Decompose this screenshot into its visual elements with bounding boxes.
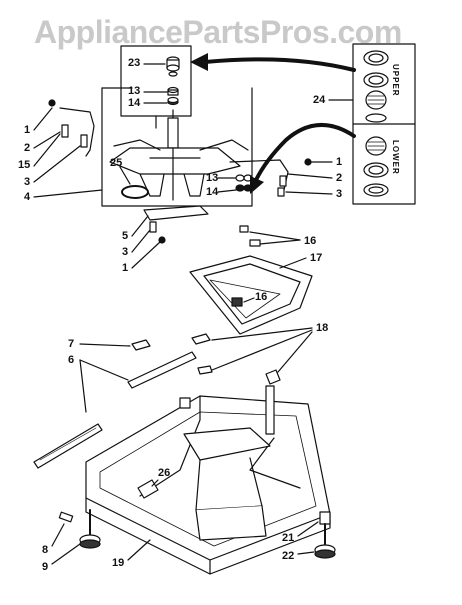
callout-18: 18 [316, 322, 329, 334]
pad-part-16-icon [239, 225, 261, 247]
callout-1-lower: 1 [122, 262, 129, 274]
callout-8: 8 [42, 544, 49, 556]
callout-15: 15 [18, 159, 31, 171]
rubber-ring-part-25-icon [121, 185, 149, 199]
callout-7: 7 [68, 338, 75, 350]
bearing-kit-box [352, 43, 416, 205]
center-post-icon [109, 109, 249, 201]
callout-13-right: 13 [206, 172, 219, 184]
kit-label-lower: LOWER [391, 140, 400, 175]
suspension-bracket-part-17-icon [189, 255, 313, 335]
callout-1: 1 [24, 124, 31, 136]
callout-16-bracket: 16 [255, 291, 268, 303]
clip-part-18-icon [191, 333, 281, 385]
watermark: AppliancePartsPros.com [34, 14, 402, 50]
callout-13: 13 [128, 85, 141, 97]
callout-4: 4 [24, 191, 31, 203]
rail-part-6-icon [33, 351, 197, 469]
leveling-foot-left-icon [58, 509, 101, 549]
callout-22: 22 [282, 550, 295, 562]
arrow-upper-icon [190, 53, 356, 72]
leveling-foot-right-icon [314, 511, 336, 559]
callout-3-lower: 3 [122, 246, 129, 258]
upper-inset-box [120, 45, 192, 129]
callout-21: 21 [282, 532, 295, 544]
callout-16: 16 [304, 235, 317, 247]
callout-17: 17 [310, 252, 323, 264]
callout-24: 24 [313, 94, 326, 106]
callout-14-right: 14 [206, 186, 219, 198]
callout-14: 14 [128, 97, 141, 109]
kit-label-upper: UPPER [391, 64, 400, 97]
arrow-lower-icon [250, 122, 356, 194]
callout-5: 5 [122, 230, 129, 242]
seal-part-13-icon [167, 86, 179, 96]
callout-3-right: 3 [336, 188, 343, 200]
callout-23: 23 [128, 57, 141, 69]
callout-2-right: 2 [336, 172, 343, 184]
callout-1-right: 1 [336, 156, 343, 168]
callout-25: 25 [110, 157, 123, 169]
callout-3: 3 [24, 176, 31, 188]
base-frame-part-19-icon [85, 385, 331, 575]
callout-26: 26 [158, 467, 171, 479]
callout-6: 6 [68, 354, 75, 366]
callout-19: 19 [112, 557, 125, 569]
right-bracket-icon [229, 158, 312, 197]
callout-2: 2 [24, 142, 31, 154]
lower-clip-icon [143, 205, 209, 244]
callout-9: 9 [42, 561, 49, 573]
gearcase-assembly-box [101, 87, 253, 207]
washer-part-14-icon [167, 96, 179, 106]
left-bracket-icon [48, 99, 95, 157]
clip-part-7-icon [131, 339, 151, 351]
hub-part-23-icon [166, 56, 180, 77]
